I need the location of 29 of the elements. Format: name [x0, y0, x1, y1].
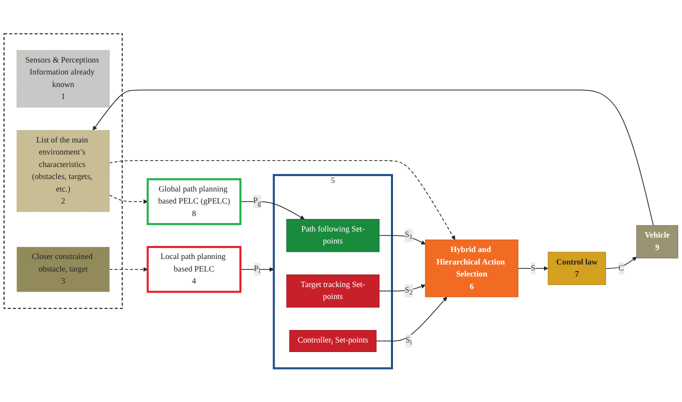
node-box: Target tracking Set-points	[286, 274, 380, 308]
arrow	[109, 267, 148, 272]
arrow	[109, 160, 456, 240]
arrow	[605, 256, 637, 269]
arrow	[378, 235, 426, 244]
node-box: Closer constrained obstacle, target 3	[16, 246, 110, 292]
node-box: Local path planning based PELC 4	[146, 246, 242, 293]
node-box: Hybrid and Hierarchical Action Selection 6	[425, 240, 518, 298]
edge-label: P$_{g}$	[253, 196, 262, 207]
arrow	[109, 194, 148, 204]
cluster	[4, 33, 123, 309]
node-box: List of the main environment’s characteristics (obstacles, targets, etc.) 2	[16, 130, 110, 212]
arrow	[518, 266, 548, 271]
node-box: Path following Set-points	[286, 218, 380, 252]
arrow	[92, 90, 654, 226]
edge-label: S	[530, 264, 536, 272]
node-box: Control law 7	[548, 252, 606, 285]
arrow	[378, 284, 426, 292]
arrow	[240, 201, 305, 220]
node-box: Global path planning based PELC (gPELC) 8	[146, 178, 242, 226]
edge-label: C	[618, 264, 624, 272]
edge-label: P$_{l}$	[254, 264, 260, 275]
edge-label: S$_{1}$	[404, 230, 413, 241]
node-box: Controller$_{i}$ Set-points	[289, 330, 377, 352]
arrow	[376, 296, 448, 342]
node-box: Sensors & Perceptions Information already known 1	[16, 50, 110, 108]
edge-label: S$_{i}$	[405, 336, 412, 346]
edge-label: S$_{2}$	[404, 286, 413, 296]
node-box: Vehicle 9	[636, 225, 678, 258]
